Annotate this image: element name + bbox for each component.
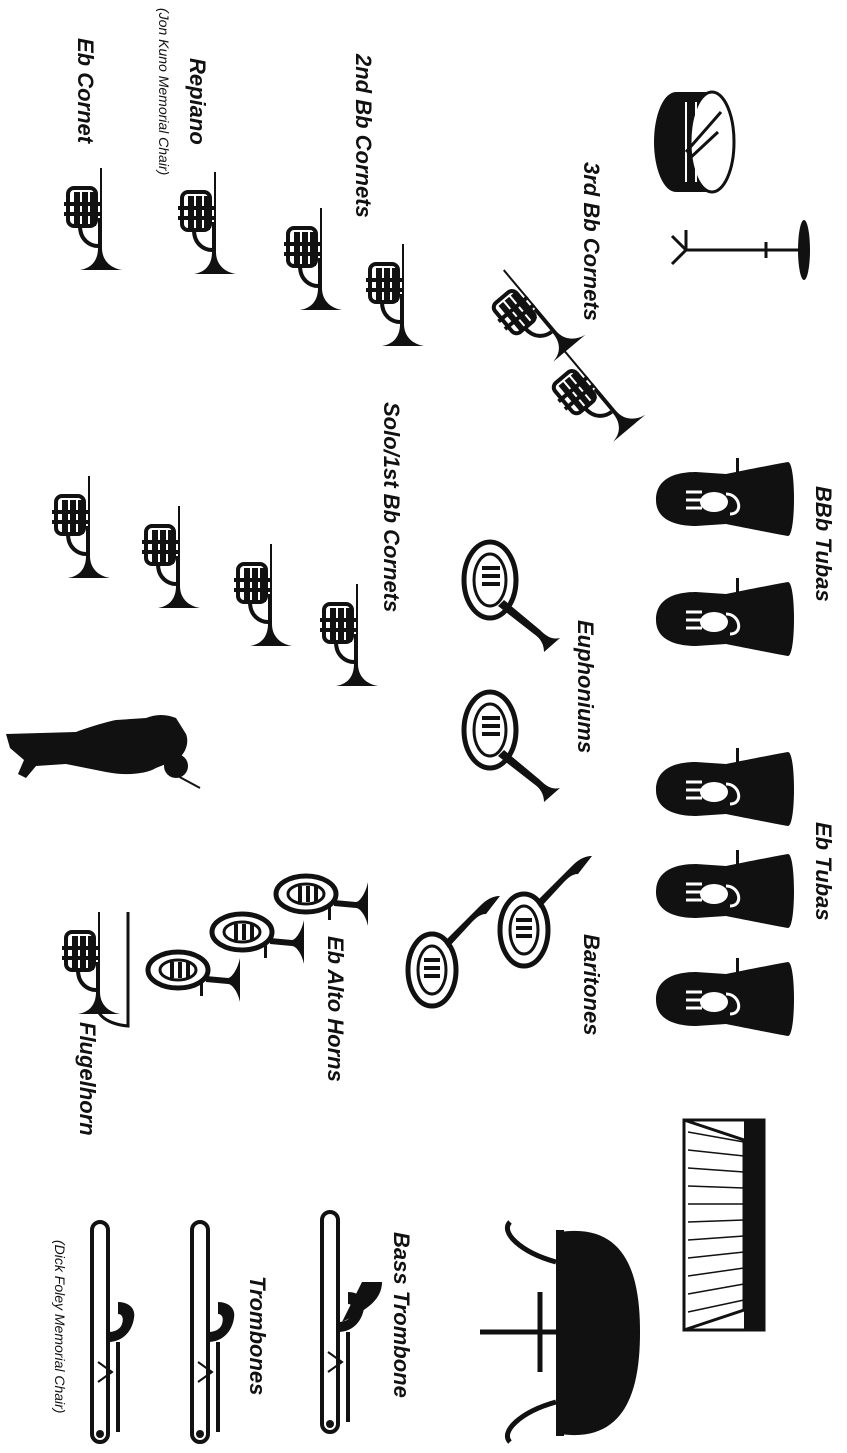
alto-horn-icon — [212, 914, 304, 964]
cornet-icon — [366, 244, 424, 346]
trombones-label: Trombones — [244, 1276, 270, 1395]
trombone-icon — [192, 1222, 234, 1442]
trombone-note: (Dick Foley Memorial Chair) — [52, 1240, 68, 1413]
euphoniums-label: Euphoniums — [572, 620, 598, 753]
baritone-icon — [408, 896, 500, 1006]
eb-tubas-label: Eb Tubas — [810, 822, 836, 921]
cornet-icon — [320, 584, 378, 686]
bass-trombone-icon — [322, 1212, 382, 1432]
cornet-icon — [178, 172, 236, 274]
cornet-icon — [64, 168, 122, 270]
tuba-icon — [656, 458, 794, 536]
flugelhorn-icon — [62, 912, 128, 1026]
baritones-label: Baritones — [578, 934, 604, 1035]
timpani-icon — [480, 1222, 640, 1442]
second-cornets-label: 2nd Bb Cornets — [350, 54, 376, 218]
euphonium-icon — [464, 692, 560, 802]
alto-horn-icon — [276, 876, 368, 926]
third-cornets-label: 3rd Bb Cornets — [578, 162, 604, 321]
eb-alto-horns-label: Eb Alto Horns — [322, 936, 348, 1082]
cornet-icon — [142, 506, 200, 608]
trombone-icon — [92, 1222, 134, 1442]
repiano-label: Repiano — [184, 58, 210, 145]
cornet-icon — [284, 208, 342, 310]
bbb-tubas-label: BBb Tubas — [810, 486, 836, 602]
euphonium-icon — [464, 542, 560, 652]
tuba-icon — [656, 958, 794, 1036]
cornet-icon — [52, 476, 110, 578]
cornet-icon — [234, 544, 292, 646]
cornet-icon — [535, 337, 645, 452]
bass-trombone-label: Bass Trombone — [388, 1232, 414, 1398]
eb-cornet-label: Eb Cornet — [72, 38, 98, 143]
solo-cornets-label: Solo/1st Bb Cornets — [378, 402, 404, 612]
snare-drum-icon — [654, 92, 734, 192]
alto-horn-icon — [148, 952, 240, 1002]
cymbal-icon — [672, 220, 810, 280]
tuba-icon — [656, 578, 794, 656]
conductor-icon — [6, 715, 200, 788]
repiano-note: (Jon Kuno Memorial Chair) — [156, 8, 172, 175]
tuba-icon — [656, 748, 794, 826]
flugelhorn-label: Flugelhorn — [74, 1022, 100, 1136]
tuba-icon — [656, 850, 794, 928]
glockenspiel-icon — [684, 1120, 764, 1330]
